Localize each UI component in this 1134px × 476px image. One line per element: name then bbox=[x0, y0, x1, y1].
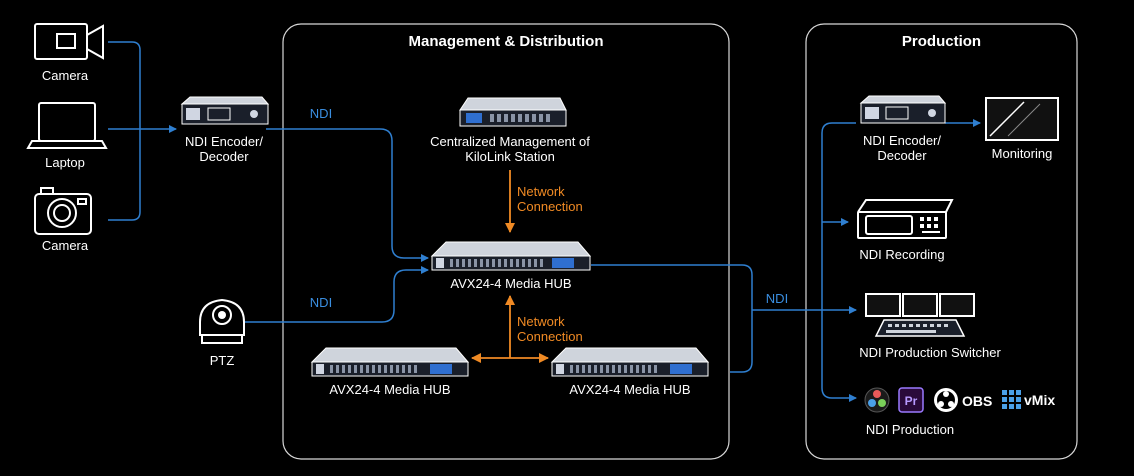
recording-label: NDI Recording bbox=[859, 247, 945, 262]
ndi-right-label: NDI bbox=[765, 291, 789, 306]
network-top-label: Network Connection bbox=[517, 184, 583, 214]
camera-top-label: Camera bbox=[41, 68, 89, 83]
hub-right-label: AVX24-4 Media HUB bbox=[569, 382, 691, 397]
hub-left-label: AVX24-4 Media HUB bbox=[329, 382, 451, 397]
production-panel-title: Production bbox=[901, 33, 982, 50]
management-panel-title: Management & Distribution bbox=[408, 33, 604, 50]
avx24-hub-main-device bbox=[430, 241, 592, 271]
svg-text:Pr: Pr bbox=[905, 394, 918, 408]
management-panel bbox=[282, 23, 730, 460]
ndi-ptz-label: NDI bbox=[309, 295, 333, 310]
obs-label: OBS bbox=[962, 393, 992, 409]
network-connections bbox=[471, 170, 549, 363]
production-label: NDI Production bbox=[865, 422, 955, 437]
ndi-encoder-decoder-right-device bbox=[859, 95, 947, 124]
encoder-left-label: NDI Encoder/ Decoder bbox=[184, 134, 264, 164]
ptz-camera-icon bbox=[199, 298, 245, 344]
ndi-connections bbox=[108, 41, 981, 402]
avx24-hub-left-device bbox=[310, 347, 470, 377]
switcher-label: NDI Production Switcher bbox=[859, 345, 1001, 360]
production-panel bbox=[805, 23, 1078, 460]
photo-camera-icon bbox=[34, 187, 92, 235]
premiere-pro-icon: Pr bbox=[898, 387, 924, 413]
ndi-encoder-decoder-device bbox=[180, 96, 270, 125]
avx24-hub-right-device bbox=[550, 347, 710, 377]
vmix-icon: vMix bbox=[1002, 390, 1055, 409]
laptop-icon bbox=[26, 102, 108, 149]
encoder-right-label: NDI Encoder/ Decoder bbox=[862, 133, 942, 163]
ptz-label: PTZ bbox=[209, 353, 235, 368]
obs-icon: OBS bbox=[934, 388, 992, 412]
production-switcher-icon bbox=[865, 293, 975, 337]
recording-device-icon bbox=[857, 199, 954, 239]
vmix-label: vMix bbox=[1024, 392, 1055, 408]
camera-bottom-label: Camera bbox=[41, 238, 89, 253]
ndi-top-label: NDI bbox=[309, 106, 333, 121]
network-bottom-label: Network Connection bbox=[517, 314, 583, 344]
monitor-icon bbox=[985, 97, 1059, 141]
central-mgmt-label: Centralized Management of KiloLink Stati… bbox=[430, 134, 590, 164]
davinci-resolve-icon bbox=[864, 387, 890, 413]
kilolink-station-device bbox=[459, 97, 567, 127]
monitoring-label: Monitoring bbox=[991, 146, 1053, 161]
hub-main-label: AVX24-4 Media HUB bbox=[450, 276, 572, 291]
laptop-label: Laptop bbox=[45, 155, 85, 170]
camera-icon bbox=[34, 23, 104, 60]
